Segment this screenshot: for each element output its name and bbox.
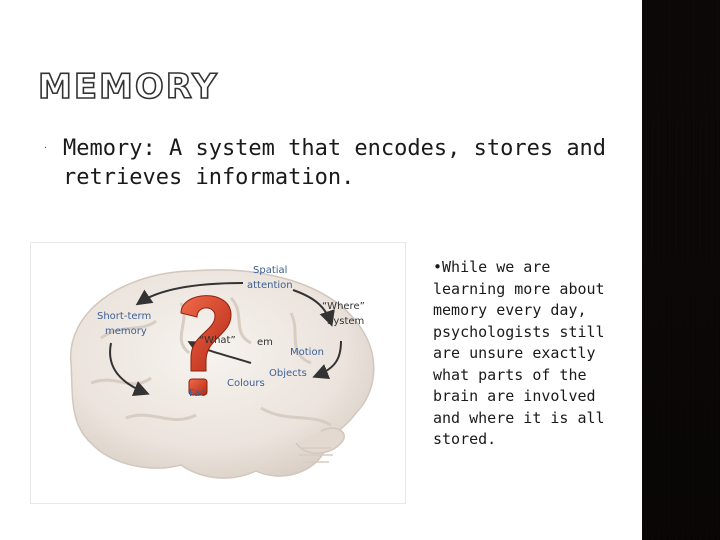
decorative-side-panel (642, 0, 720, 540)
arrows (109, 282, 342, 396)
label-attention: attention (247, 280, 293, 291)
label-em: em (257, 337, 273, 348)
label-colours: Colours (227, 378, 265, 389)
question-mark-icon (180, 295, 232, 396)
definition-text: Memory: A system that encodes, stores an… (63, 136, 607, 190)
label-what: “What” (199, 335, 236, 346)
label-fac: Fac (189, 388, 205, 399)
label-spatial: Spatial (253, 265, 287, 276)
label-memory: memory (105, 326, 147, 337)
brain-diagram-image: Spatial attention “Where” System Short-t… (30, 242, 406, 504)
side-note-text: •While we are learning more about memory… (433, 258, 605, 448)
label-objects: Objects (269, 368, 307, 379)
label-where: “Where” (322, 301, 365, 312)
slide-title: MEMORY (37, 67, 219, 107)
brain-shape (70, 269, 375, 479)
bullet-marker: · (44, 143, 48, 154)
label-motion: Motion (290, 347, 324, 358)
label-short-term: Short-term (97, 311, 151, 322)
label-system: System (327, 316, 364, 327)
